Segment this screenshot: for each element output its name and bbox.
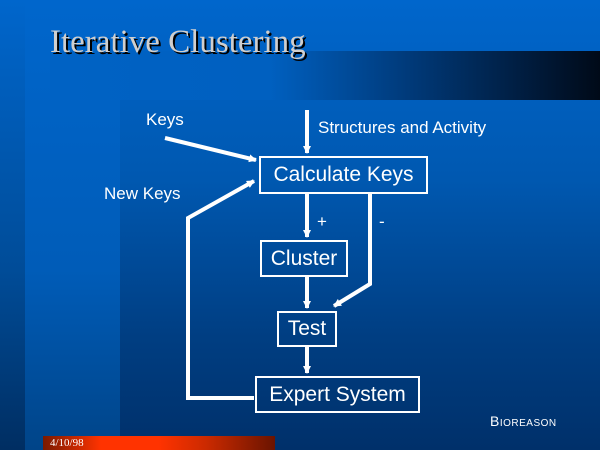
left-band <box>0 0 25 450</box>
arrow-keys <box>164 136 257 163</box>
label-minus: - <box>379 212 385 231</box>
node-calculate-keys: Calculate Keys <box>259 156 428 194</box>
node-test: Test <box>277 311 337 347</box>
node-cluster: Cluster <box>260 240 348 277</box>
label-keys: Keys <box>146 110 184 129</box>
node-expert-system: Expert System <box>255 376 420 413</box>
slide-date: 4/10/98 <box>50 437 84 449</box>
brand-logo-text: Bioreason <box>490 413 557 429</box>
arrow-new-keys <box>186 179 255 400</box>
label-new-keys: New Keys <box>104 184 181 203</box>
slide-title: Iterative Clustering <box>50 24 306 60</box>
title-gradient-bar <box>50 51 600 100</box>
arrow-minus <box>332 194 372 308</box>
date-bar <box>43 436 275 450</box>
label-plus: + <box>317 212 327 231</box>
label-structures: Structures and Activity <box>318 118 487 137</box>
